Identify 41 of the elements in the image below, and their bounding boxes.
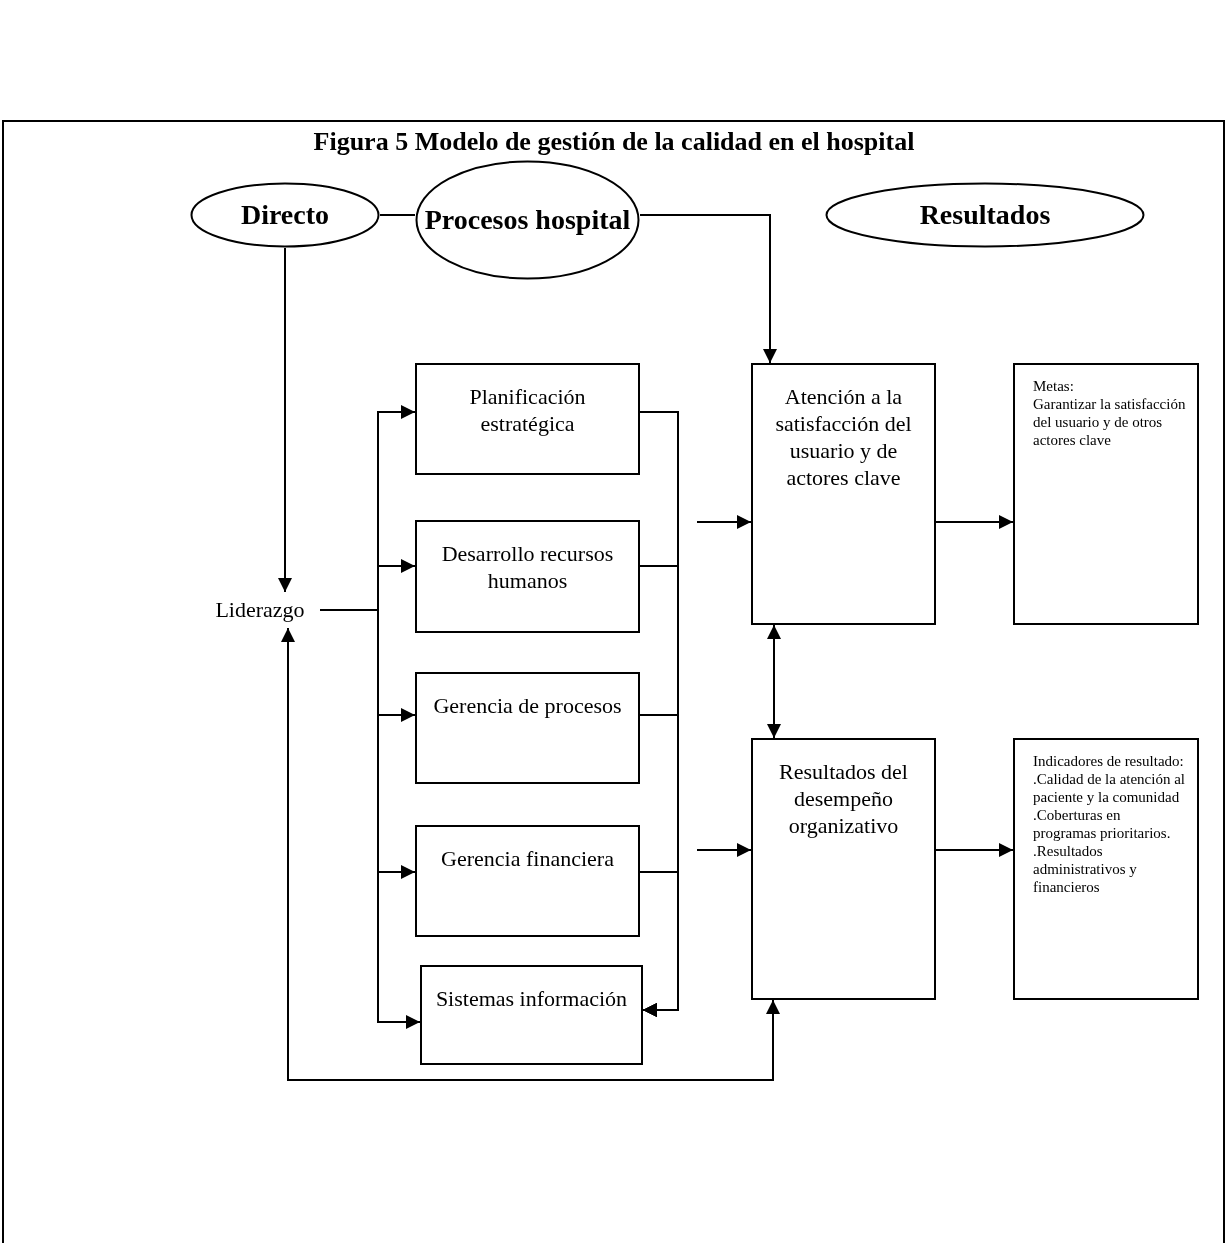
text-box [1013,363,1199,625]
node-label: Atención a la satisfacción del usuario y de actores clave [774,383,913,491]
node-label: Directo [240,198,330,232]
arrow [767,624,781,739]
node-label: Liderazgo [200,592,320,628]
process-box [415,825,640,937]
node-label: .Calidad de la atención al paciente y la comunidad [1033,770,1187,806]
arrow [696,515,752,529]
arrow [639,214,777,364]
node-label: .Coberturas en programas prioritarios. [1033,806,1172,842]
node-label: Sistemas información [435,985,628,1012]
ellipse-node [415,160,640,280]
process-box [420,965,643,1065]
node-label: Planificación estratégica [468,383,587,437]
arrow [639,871,679,1017]
node-label: Desarrollo recursos humanos [440,540,615,594]
node-label: Garantizar la satisfacción del usuario y de otros actores clave [1033,395,1187,449]
node-label: Procesos hospital [424,203,631,237]
process-box [415,672,640,784]
text-box [1013,738,1199,1000]
ellipse-node [825,182,1145,248]
arrow [935,843,1014,857]
process-box [751,363,936,625]
process-box [751,738,936,1000]
arrow [696,843,752,857]
process-box [415,520,640,633]
node-label: Metas: [1033,377,1074,395]
figure-title: Figura 5 Modelo de gestión de la calidad en el hospital [312,126,916,158]
node-label: .Resultados administrativos y financieros [1033,842,1138,896]
node-label: Gerencia de procesos [433,692,622,719]
node-label: Resultados del desempeño organizativo [778,758,909,839]
connector-line [379,214,416,216]
node-label: Resultados [919,198,1051,232]
arrow [935,515,1014,529]
node-label: Gerencia financiera [441,845,614,872]
arrow [319,609,421,1029]
arrow [281,627,780,1081]
process-box [415,363,640,475]
arrow [278,247,292,593]
node-label: Indicadores de resultado: [1033,752,1184,770]
ellipse-node [190,182,380,248]
